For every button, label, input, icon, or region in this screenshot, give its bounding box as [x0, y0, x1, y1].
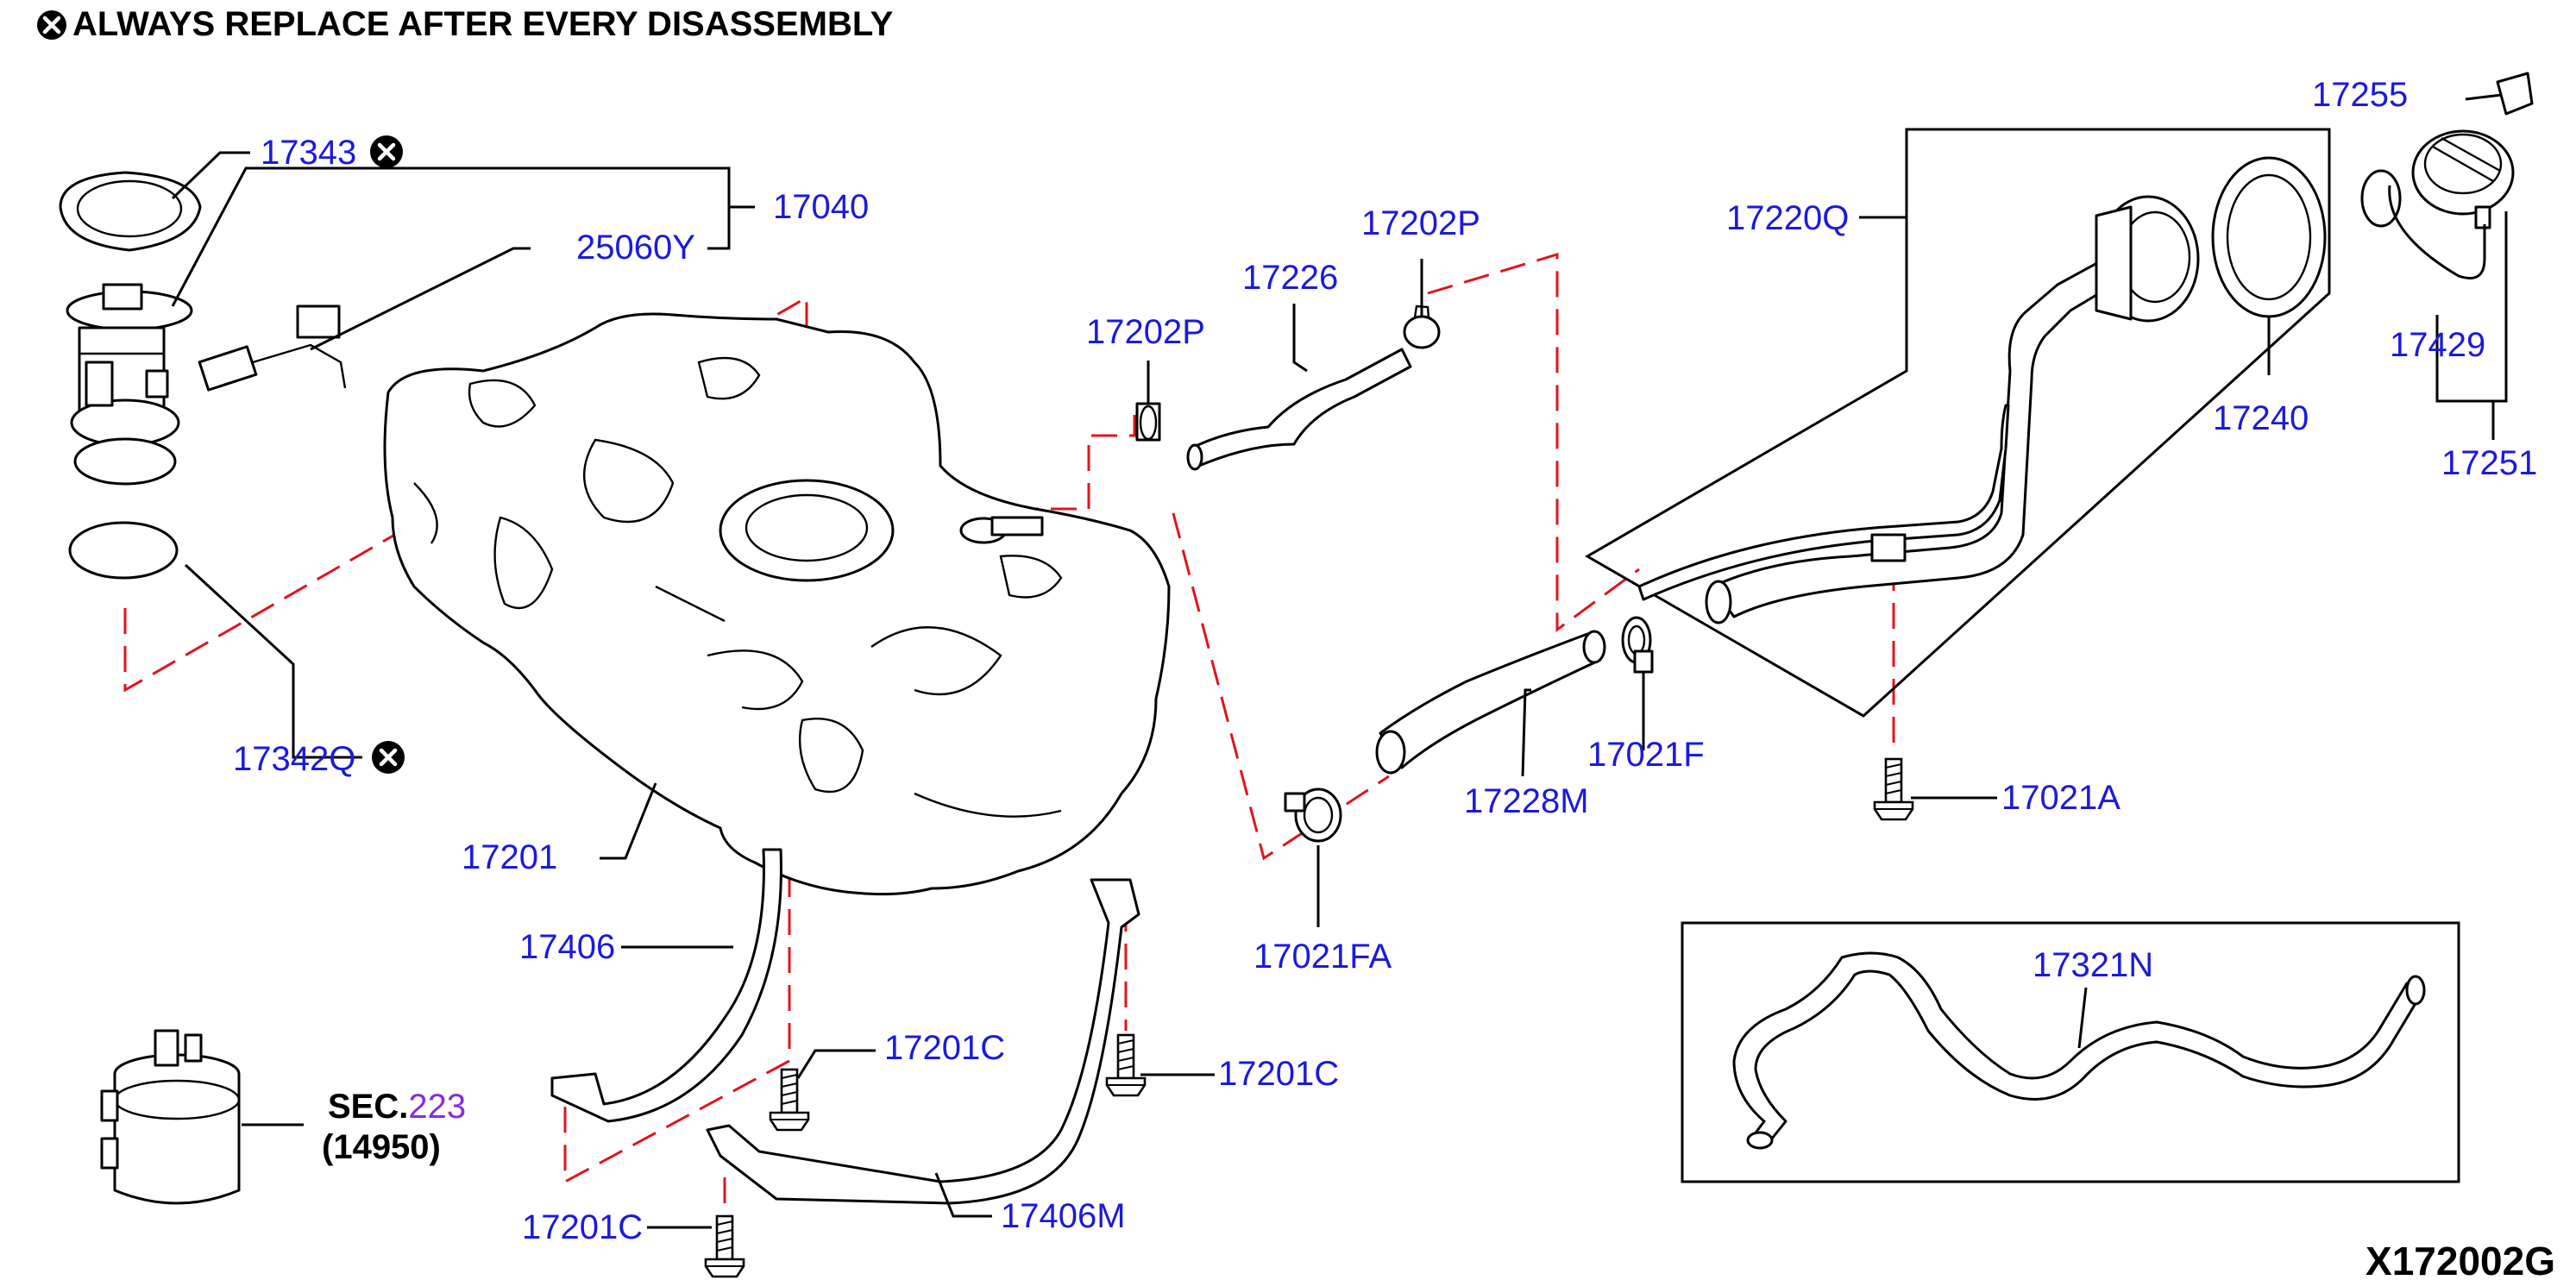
label-17202P-a: 17202P: [1086, 313, 1205, 351]
circled-x-icon: [372, 741, 405, 774]
cap-label-tag: [2496, 72, 2534, 116]
breather-tube-inset-box: [1681, 921, 2460, 1183]
filler-hose: [1375, 630, 1606, 775]
label-17342Q: 17342Q: [233, 740, 355, 778]
label-25060Y: 25060Y: [576, 229, 695, 267]
label-17240: 17240: [2213, 399, 2309, 437]
label-17220Q: 17220Q: [1726, 199, 1849, 237]
leader-lines: [171, 93, 2508, 1229]
filler-cap: [2411, 129, 2515, 229]
filler-neck-cup: [2095, 195, 2200, 323]
section-part-number: (14950): [322, 1128, 441, 1166]
label-17021F: 17021F: [1587, 736, 1705, 774]
tank-strap-rear: [706, 878, 1140, 1205]
replace-notice: ALWAYS REPLACE AFTER EVERY DISASSEMBLY: [36, 5, 893, 44]
circled-x-icon: [370, 135, 403, 168]
pump-o-ring: [68, 521, 179, 580]
label-17429: 17429: [2390, 326, 2485, 364]
filler-seal-ring: [2211, 156, 2327, 318]
vent-hose: [1186, 348, 1412, 471]
fuel-level-sensor: [198, 304, 347, 392]
filler-hose-clamp-upper: [1621, 616, 1654, 674]
label-17201: 17201: [462, 838, 557, 876]
label-17040: 17040: [773, 188, 869, 226]
section-number: 223: [408, 1088, 466, 1126]
strap-bolt-front: [769, 1068, 810, 1132]
section-prefix: SEC.: [328, 1088, 408, 1126]
vent-hose-clamp-b: [1403, 304, 1441, 349]
filler-neck-outline-box: [1585, 128, 2331, 718]
label-17021FA: 17021FA: [1253, 938, 1392, 976]
label-17251: 17251: [2441, 444, 2537, 482]
label-17343: 17343: [261, 134, 356, 172]
label-17201C-a: 17201C: [884, 1029, 1005, 1067]
label-17406M: 17406M: [1001, 1197, 1126, 1235]
label-17021A: 17021A: [2001, 779, 2120, 817]
label-17255: 17255: [2312, 76, 2408, 114]
part-labels: 17343 17040 25060Y 17342Q 17201 17406 17…: [233, 76, 2537, 1246]
label-17201C-b: 17201C: [1218, 1055, 1339, 1093]
evap-canister: [100, 1029, 241, 1205]
filler-bracket-bolt: [1873, 757, 1914, 821]
strap-bolt-lower: [704, 1214, 745, 1278]
label-17406: 17406: [519, 928, 615, 966]
label-17321N: 17321N: [2033, 946, 2153, 984]
cap-tether-ring: [2360, 169, 2486, 279]
label-17202P-b: 17202P: [1361, 204, 1480, 242]
section-reference: SEC.223 (14950): [322, 1088, 466, 1166]
filler-neck-tube: [1637, 257, 2115, 624]
svg-text:SEC.223: SEC.223: [328, 1088, 466, 1126]
vent-hose-clamp-a: [1135, 402, 1161, 442]
label-17226: 17226: [1242, 259, 1338, 297]
filler-hose-clamp-lower: [1284, 787, 1342, 843]
breather-tube: [1732, 951, 2426, 1150]
fuel-pump-assembly: [66, 283, 193, 486]
diagram-code: X172002G: [2366, 1239, 2555, 1280]
circled-x-icon: [37, 9, 66, 40]
label-17228M: 17228M: [1464, 782, 1589, 820]
tank-strap-front: [550, 848, 782, 1123]
fuel-pump-retainer-ring: [59, 171, 202, 252]
label-17201C-c: 17201C: [522, 1208, 643, 1246]
replace-notice-text: ALWAYS REPLACE AFTER EVERY DISASSEMBLY: [72, 5, 894, 43]
strap-bolt-rear: [1105, 1033, 1147, 1097]
fuel-tank: [383, 312, 1171, 896]
